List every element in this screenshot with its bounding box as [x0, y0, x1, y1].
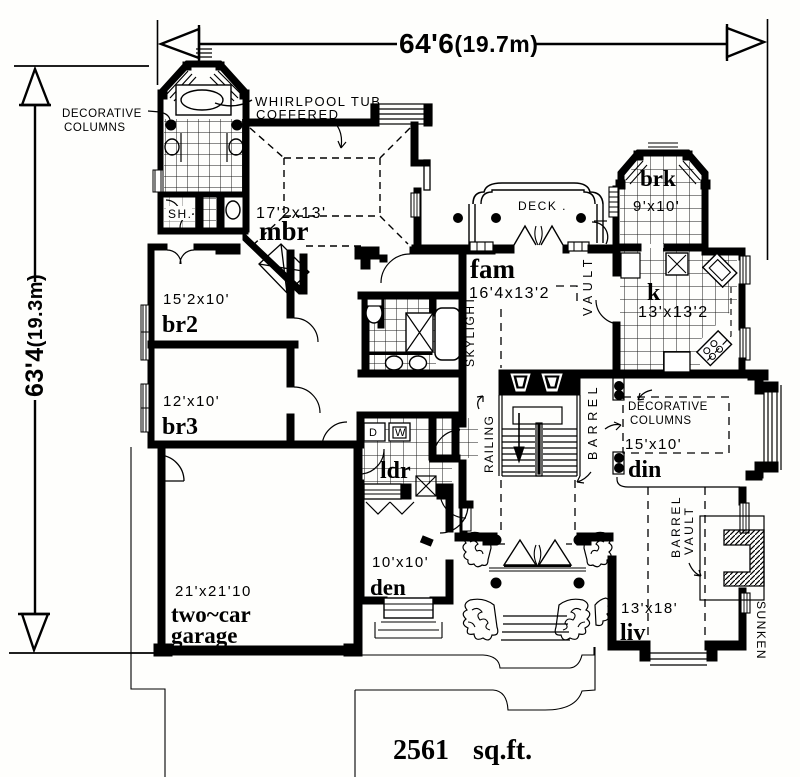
svg-text:BARREL: BARREL [669, 495, 683, 558]
svg-text:br3: br3 [162, 414, 198, 440]
svg-text:BARREL: BARREL [586, 383, 600, 460]
svg-text:13'x13'2: 13'x13'2 [638, 304, 709, 321]
svg-text:WHIRLPOOL TUB: WHIRLPOOL TUB [255, 94, 381, 109]
svg-text:DECORATIVE: DECORATIVE [62, 108, 142, 120]
svg-text:15'x10': 15'x10' [625, 436, 682, 453]
svg-text:SKYLIGHT: SKYLIGHT [463, 296, 477, 367]
svg-text:COLUMNS: COLUMNS [64, 122, 126, 134]
svg-text:10'x10': 10'x10' [372, 554, 429, 571]
svg-text:64'6(19.7m): 64'6(19.7m) [399, 28, 538, 59]
svg-text:DECORATIVE: DECORATIVE [628, 401, 708, 413]
svg-text:COLUMNS: COLUMNS [630, 415, 692, 427]
svg-text:RAILING: RAILING [482, 414, 496, 473]
svg-text:13'x18': 13'x18' [621, 600, 678, 617]
svg-text:17'2x13': 17'2x13' [256, 205, 327, 222]
svg-text:16'4x13'2: 16'4x13'2 [469, 285, 550, 302]
svg-text:15'2x10': 15'2x10' [163, 291, 230, 308]
svg-text:ldr: ldr [380, 458, 411, 484]
svg-text:DECK .: DECK . [518, 199, 567, 213]
svg-text:two~car: two~car [171, 602, 251, 627]
svg-text:br2: br2 [162, 312, 198, 338]
svg-text:din: din [628, 457, 661, 483]
svg-text:21'x21'10: 21'x21'10 [175, 583, 252, 600]
svg-text:VAULT: VAULT [581, 255, 595, 316]
svg-text:den: den [370, 575, 406, 600]
svg-text:fam: fam [470, 254, 515, 284]
svg-text:W: W [395, 427, 406, 439]
svg-text:SUNKEN: SUNKEN [754, 601, 768, 660]
svg-text:liv: liv [620, 620, 645, 646]
svg-text:D: D [369, 427, 377, 439]
svg-text:SH.: SH. [168, 207, 193, 221]
svg-text:12'x10': 12'x10' [163, 393, 220, 410]
svg-text:k: k [647, 280, 661, 306]
svg-text:mbr: mbr [259, 216, 309, 246]
svg-text:63'4(19.3m): 63'4(19.3m) [21, 274, 49, 397]
svg-text:COFFERED: COFFERED [256, 107, 340, 122]
svg-text:brk: brk [640, 166, 676, 191]
svg-text:9'x10': 9'x10' [633, 198, 680, 215]
svg-text:garage: garage [171, 623, 237, 648]
svg-text:VAULT: VAULT [682, 506, 696, 555]
